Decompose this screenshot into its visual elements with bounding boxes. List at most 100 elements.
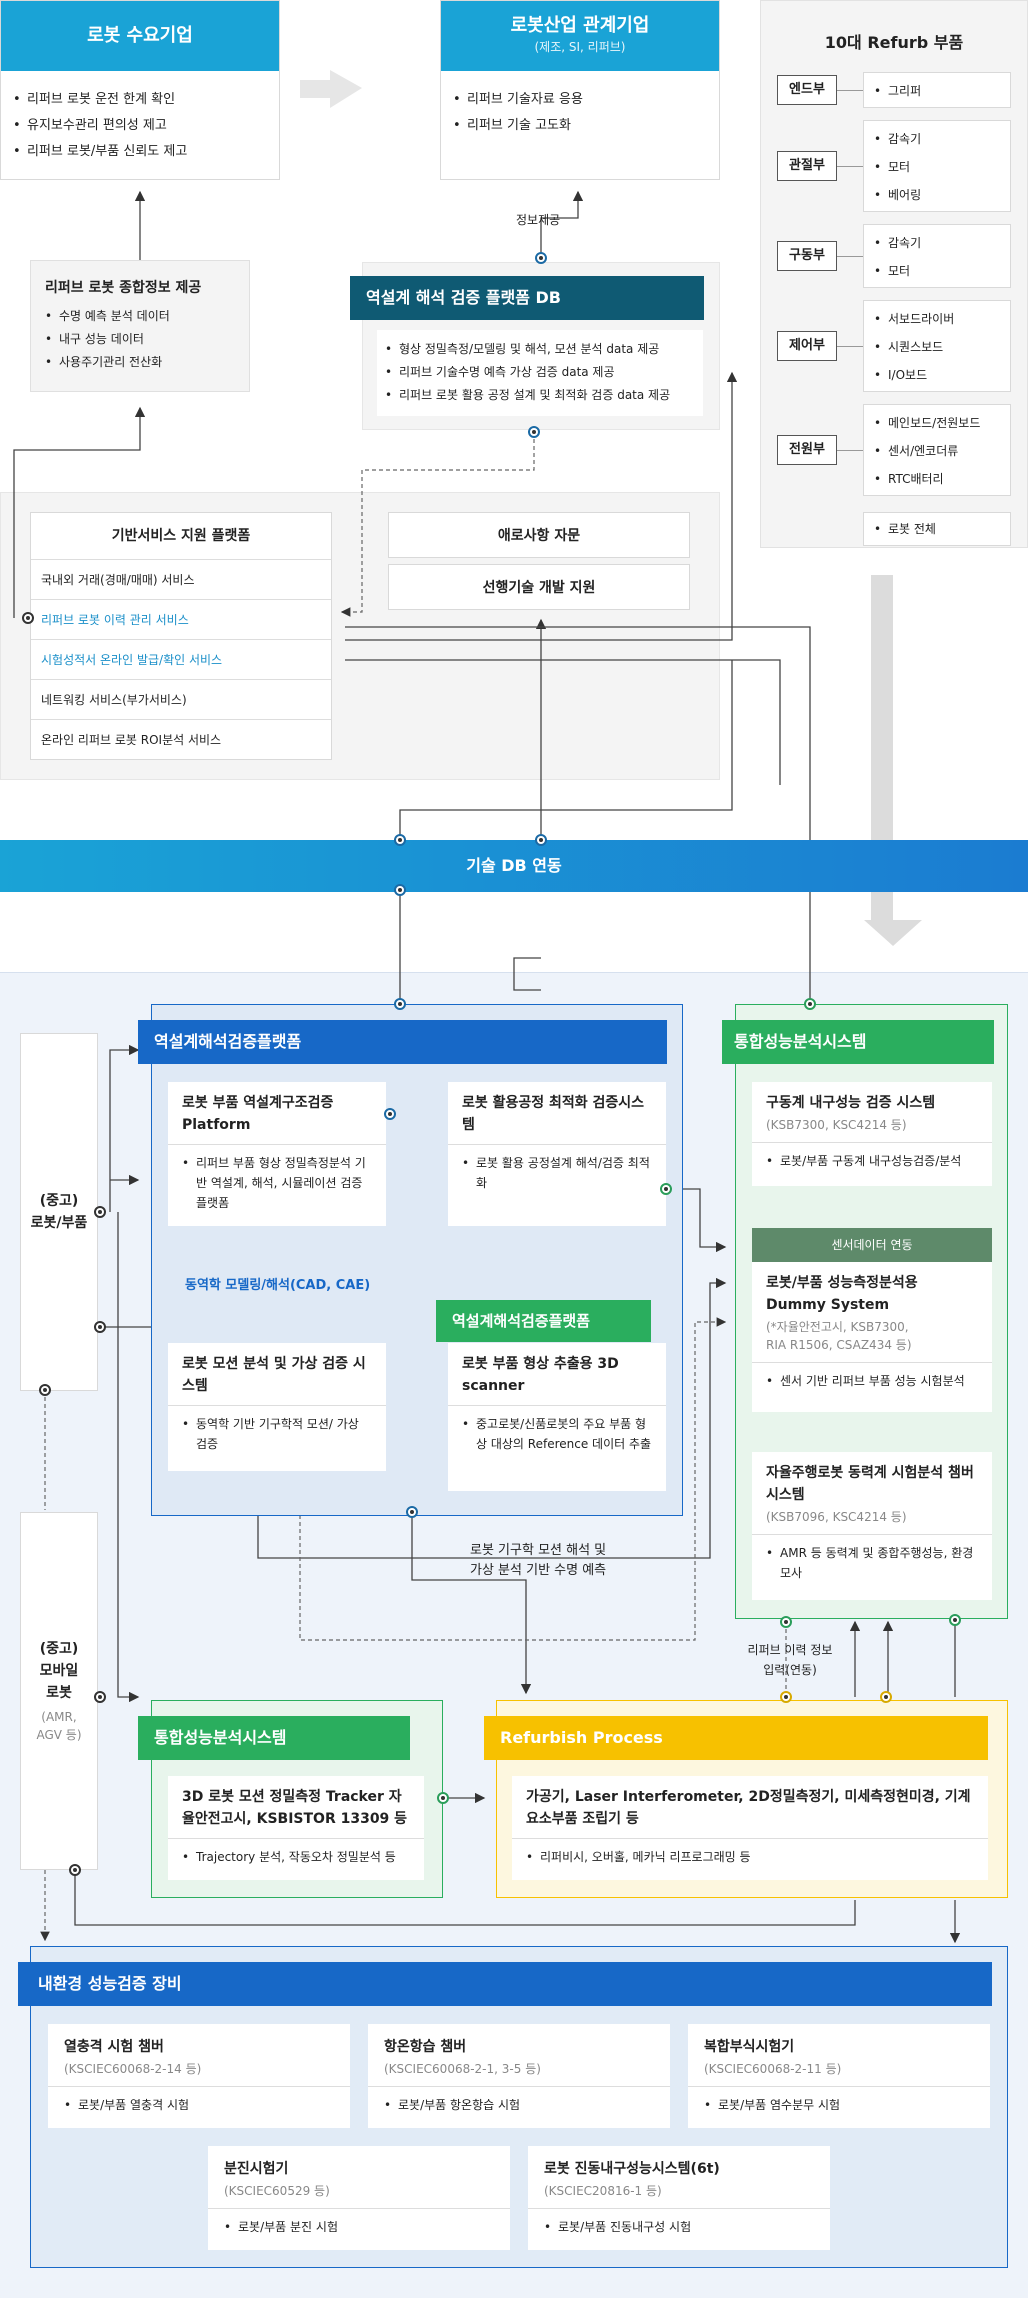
- rev-p3-list: 동역학 기반 기구학적 모션/ 가상 검증: [168, 1414, 386, 1454]
- env-card: 항온항습 챔버(KSCIEC60068-2-1, 3-5 등)로봇/부품 항온항…: [368, 2024, 670, 2128]
- env-card-item: 로봇/부품 염수분무 시험: [704, 2095, 974, 2115]
- perf-s2-sub: (*자율안전고시, KSB7300, RIA R1506, CSAZ434 등): [766, 1320, 912, 1352]
- rev-bottom-label: 로봇 기구학 모션 해석 및 가상 분석 기반 수명 예측: [470, 1543, 607, 1578]
- rev-platform-header: 역설계해석검증플랫폼: [138, 1020, 667, 1064]
- part-item: 감속기: [874, 125, 1000, 153]
- connector-dot: [94, 1206, 106, 1218]
- connector-dot: [394, 884, 406, 896]
- industry-title: 로봇산업 관계기업: [510, 15, 650, 36]
- part-connector: [837, 166, 863, 167]
- demand-company-title: 로봇 수요기업: [1, 1, 279, 71]
- env-card-sub: (KSCIEC60529 등): [224, 2184, 330, 2198]
- industry-item: 리퍼브 기술 고도화: [453, 113, 707, 139]
- env-card: 열충격 시험 챔버(KSCIEC60068-2-14 등)로봇/부품 열충격 시…: [48, 2024, 350, 2128]
- db-platform-list: 형상 정밀측정/모델링 및 해석, 모션 분석 data 제공 리퍼브 기술수명…: [377, 330, 703, 415]
- db-item: 리퍼브 기술수명 예측 가상 검증 data 제공: [385, 361, 695, 384]
- env-card-item: 로봇/부품 항온항습 시험: [384, 2095, 654, 2115]
- connector-dot: [39, 1384, 51, 1396]
- rev-p2-box: 로봇 활용공정 최적화 검증시스템 로봇 활용 공정설계 해석/검증 최적화: [448, 1082, 666, 1226]
- refurb-parts-title: 10대 Refurb 부품: [824, 33, 964, 52]
- demand-item: 리퍼브 로봇 운전 한계 확인: [13, 87, 267, 113]
- rev-p1-item: 리퍼브 부품 형상 정밀측정분석 기반 역설계, 해석, 시뮬레이션 검증 플랫…: [182, 1153, 372, 1213]
- perf-s1-box: 구동계 내구성능 검증 시스템 (KSB7300, KSC4214 등) 로봇/…: [752, 1082, 992, 1186]
- sensor-header: 센서데이터 연동: [752, 1228, 992, 1262]
- rev-p3-box: 로봇 모션 분석 및 가상 검증 시스템 동역학 기반 기구학적 모션/ 가상 …: [168, 1343, 386, 1471]
- connector-dot: [949, 1614, 961, 1626]
- db-item: 형상 정밀측정/모델링 및 해석, 모션 분석 data 제공: [385, 338, 695, 361]
- used-mobile-label: (중고) 모바일 로봇: [39, 1641, 79, 1701]
- part-item: 모터: [874, 257, 1000, 285]
- connector-dot: [528, 426, 540, 438]
- part-group-0: 엔드부: [777, 75, 837, 105]
- rev-p2-item: 로봇 활용 공정설계 해석/검증 최적화: [462, 1153, 652, 1193]
- connector-dot: [804, 998, 816, 1010]
- part-items: 감속기모터베어링: [863, 120, 1011, 212]
- connector-dot: [880, 1691, 892, 1703]
- connector-dot: [94, 1321, 106, 1333]
- refurb-header: Refurbish Process: [484, 1716, 988, 1760]
- base-row-history: 리퍼브 로봇 이력 관리 서비스: [31, 599, 331, 639]
- used-mobile-box: (중고) 모바일 로봇 (AMR, AGV 등): [20, 1512, 98, 1870]
- db-platform-box: 형상 정밀측정/모델링 및 해석, 모션 분석 data 제공 리퍼브 기술수명…: [377, 330, 703, 416]
- rev-p3-title: 로봇 모션 분석 및 가상 검증 시스템: [182, 1356, 366, 1394]
- part-item: 그리퍼: [874, 77, 1000, 105]
- connector-dot: [394, 998, 406, 1010]
- perf2-item: Trajectory 분석, 작동오차 정밀분석 등: [182, 1847, 410, 1867]
- part-group-1: 관절부: [777, 151, 837, 181]
- refurb-item: 리퍼비시, 오버홀, 메카닉 리프로그래밍 등: [526, 1847, 974, 1867]
- part-item: I/O보드: [874, 361, 1000, 389]
- info-service-item: 수명 예측 분석 데이터: [45, 305, 235, 328]
- consult-box: 애로사항 자문: [388, 512, 690, 558]
- part-group-2: 구동부: [777, 241, 837, 271]
- rev-p4-list: 중고로봇/신품로봇의 주요 부품 형상 대상의 Reference 데이터 추출: [448, 1414, 666, 1454]
- env-card-title: 열충격 시험 챔버: [64, 2039, 164, 2055]
- perf-s3-item: AMR 등 동력계 및 종합주행성능, 환경모사: [766, 1543, 978, 1583]
- part-items: 감속기모터: [863, 224, 1011, 288]
- perf-s1-item: 로봇/부품 구동계 내구성능검증/분석: [766, 1151, 978, 1171]
- part-connector: [837, 90, 863, 91]
- info-service-item: 내구 성능 데이터: [45, 328, 235, 351]
- base-row: 국내외 거래(경매/매매) 서비스: [31, 559, 331, 599]
- used-robot-label: (중고) 로봇/부품: [30, 1193, 88, 1231]
- connector-dot: [437, 1792, 449, 1804]
- industry-subtitle: (제조, SI, 리퍼브): [534, 40, 626, 54]
- history-label: 리퍼브 이력 정보 입력(연동): [747, 1643, 833, 1677]
- env-card-title: 분진시험기: [224, 2161, 289, 2177]
- db-item: 리퍼브 로봇 활용 공정 설계 및 최적화 검증 data 제공: [385, 384, 695, 407]
- perf-s3-box: 자율주행로봇 동력계 시험분석 챔버시스템 (KSB7096, KSC4214 …: [752, 1452, 992, 1600]
- base-platform-box: 기반서비스 지원 플랫폼 국내외 거래(경매/매매) 서비스 리퍼브 로봇 이력…: [30, 512, 332, 760]
- base-row: 온라인 리퍼브 로봇 ROI분석 서비스: [31, 719, 331, 759]
- base-row-cert: 시험성적서 온라인 발급/확인 서비스: [31, 639, 331, 679]
- env-card-item: 로봇/부품 분진 시험: [224, 2217, 494, 2237]
- connector-dot: [394, 834, 406, 846]
- demand-item: 리퍼브 로봇/부품 신뢰도 제고: [13, 139, 267, 165]
- perf-s2-item: 센서 기반 리퍼브 부품 성능 시험분석: [766, 1371, 978, 1391]
- perf-s2-title: 로봇/부품 성능측정분석용 Dummy System: [766, 1275, 918, 1313]
- part-items: 서보드라이버시퀀스보드I/O보드: [863, 300, 1011, 392]
- base-row: 네트워킹 서비스(부가서비스): [31, 679, 331, 719]
- dyn-label: 동역학 모델링/해석(CAD, CAE): [185, 1278, 371, 1293]
- part-item: 센서/엔코더류: [874, 437, 1000, 465]
- env-card-sub: (KSCIEC60068-2-11 등): [704, 2062, 842, 2076]
- industry-company-box: 로봇산업 관계기업 (제조, SI, 리퍼브) 리퍼브 기술자료 응용 리퍼브 …: [440, 0, 720, 180]
- part-item: 시퀀스보드: [874, 333, 1000, 361]
- connector-dot: [780, 1616, 792, 1628]
- rev-p2-list: 로봇 활용 공정설계 해석/검증 최적화: [448, 1153, 666, 1193]
- part-connector: [837, 346, 863, 347]
- rev-p3-item: 동역학 기반 기구학적 모션/ 가상 검증: [182, 1414, 372, 1454]
- info-service-box: 리퍼브 로봇 종합정보 제공 수명 예측 분석 데이터 내구 성능 데이터 사용…: [30, 260, 250, 392]
- rev-p4-box: 로봇 부품 형상 추출용 3D scanner 중고로봇/신품로봇의 주요 부품…: [448, 1343, 666, 1491]
- rev-p2-title: 로봇 활용공정 최적화 검증시스템: [462, 1095, 645, 1133]
- env-card-sub: (KSCIEC60068-2-1, 3-5 등): [384, 2062, 541, 2076]
- part-item: 감속기: [874, 229, 1000, 257]
- perf-s2-box: 로봇/부품 성능측정분석용 Dummy System (*자율안전고시, KSB…: [752, 1262, 992, 1412]
- part-item: 모터: [874, 153, 1000, 181]
- env-card-item: 로봇/부품 열충격 시험: [64, 2095, 334, 2115]
- connector-dot: [384, 1108, 396, 1120]
- rev-p1-list: 리퍼브 부품 형상 정밀측정분석 기반 역설계, 해석, 시뮬레이션 검증 플랫…: [168, 1153, 386, 1213]
- part-group-4: 전원부: [777, 435, 837, 465]
- rev-p1-box: 로봇 부품 역설계구조검증 Platform 리퍼브 부품 형상 정밀측정분석 …: [168, 1082, 386, 1226]
- env-card-title: 로봇 진동내구성능시스템(6t): [544, 2161, 720, 2177]
- env-card-title: 복합부식시험기: [704, 2039, 795, 2055]
- perf-s3-sub: (KSB7096, KSC4214 등): [766, 1510, 907, 1524]
